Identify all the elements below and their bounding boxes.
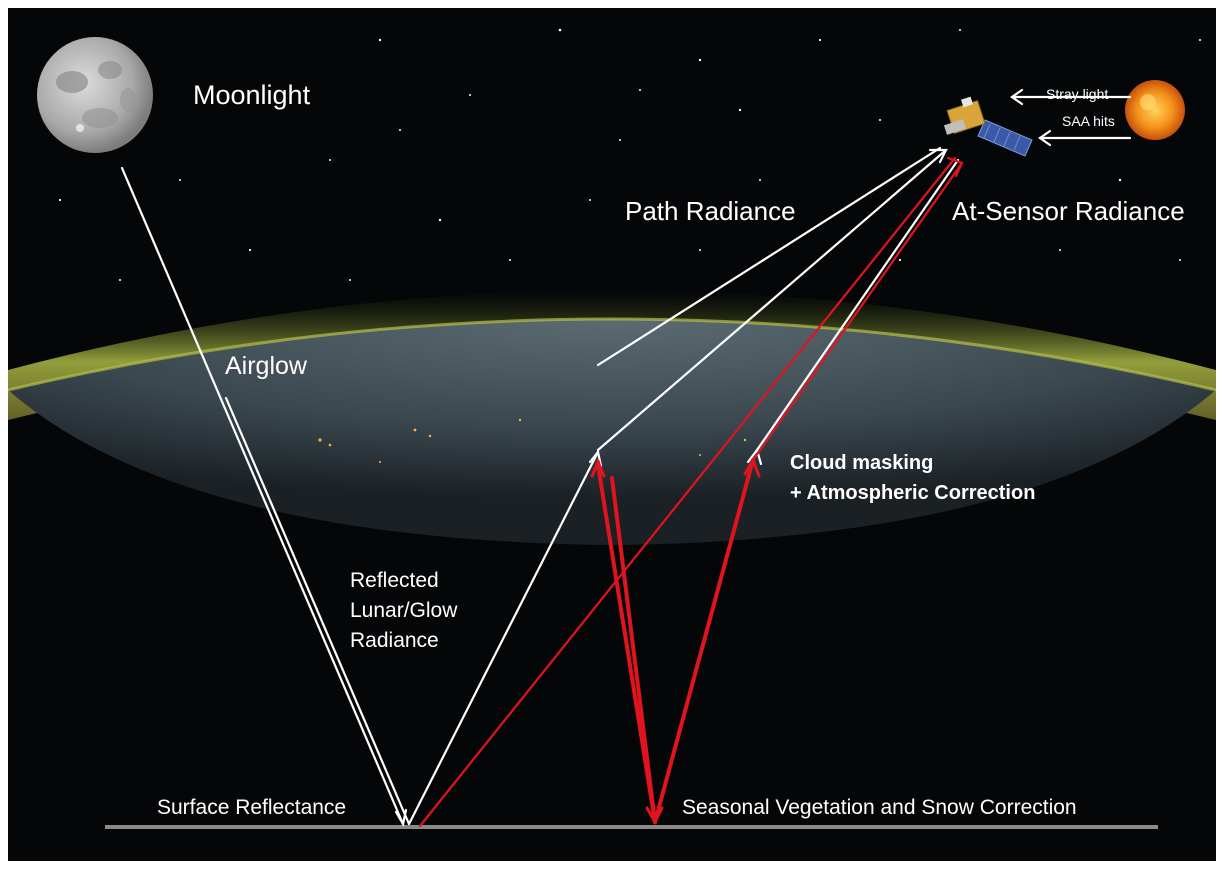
path-radiance-label: Path Radiance xyxy=(625,196,796,226)
red-surface-ray xyxy=(418,156,957,828)
white-rays xyxy=(120,88,1132,828)
red-seasonal-ray xyxy=(610,476,657,824)
sensor-ray-right xyxy=(755,158,960,452)
atmospheric-correction-line: + Atmospheric Correction xyxy=(790,482,1036,504)
cloud-masking-label: Cloud masking + Atmospheric Correction xyxy=(790,448,1035,508)
seasonal-correction-label: Seasonal Vegetation and Snow Correction xyxy=(682,796,1077,819)
red-cloud-ray xyxy=(751,161,964,462)
moonlight-label: Moonlight xyxy=(193,80,311,110)
airglow-band xyxy=(8,290,1216,420)
reflected-ray xyxy=(407,450,600,826)
cloud-masking-line: Cloud masking xyxy=(790,452,934,474)
satellite-icon xyxy=(943,96,1033,157)
reflected-line-2: Lunar/Glow xyxy=(350,599,458,622)
moonlight-ray xyxy=(120,166,405,826)
red-down-ray xyxy=(596,463,657,824)
red-rays xyxy=(418,156,964,828)
sun-image xyxy=(1125,80,1185,140)
airglow-ray xyxy=(224,396,411,826)
stray-light-label: Stray light xyxy=(1046,86,1109,102)
reflected-line-3: Radiance xyxy=(350,629,439,652)
surface-reflectance-label: Surface Reflectance xyxy=(157,796,347,819)
saa-hits-label: SAA hits xyxy=(1062,113,1115,129)
city-lights xyxy=(318,418,747,463)
path-radiance-ray xyxy=(596,146,942,367)
reflected-line-1: Reflected xyxy=(350,569,439,592)
earth-limb xyxy=(8,319,1216,545)
reflected-radiance-label: Reflected Lunar/Glow Radiance xyxy=(350,566,490,656)
moon-image xyxy=(37,37,153,153)
red-up-ray xyxy=(653,458,755,824)
at-sensor-radiance-label: At-Sensor Radiance xyxy=(952,196,1185,226)
airglow-label: Airglow xyxy=(225,352,307,380)
star-field xyxy=(58,28,1201,281)
airglow-edge xyxy=(7,317,1217,392)
sensor-ray-left xyxy=(596,148,948,452)
